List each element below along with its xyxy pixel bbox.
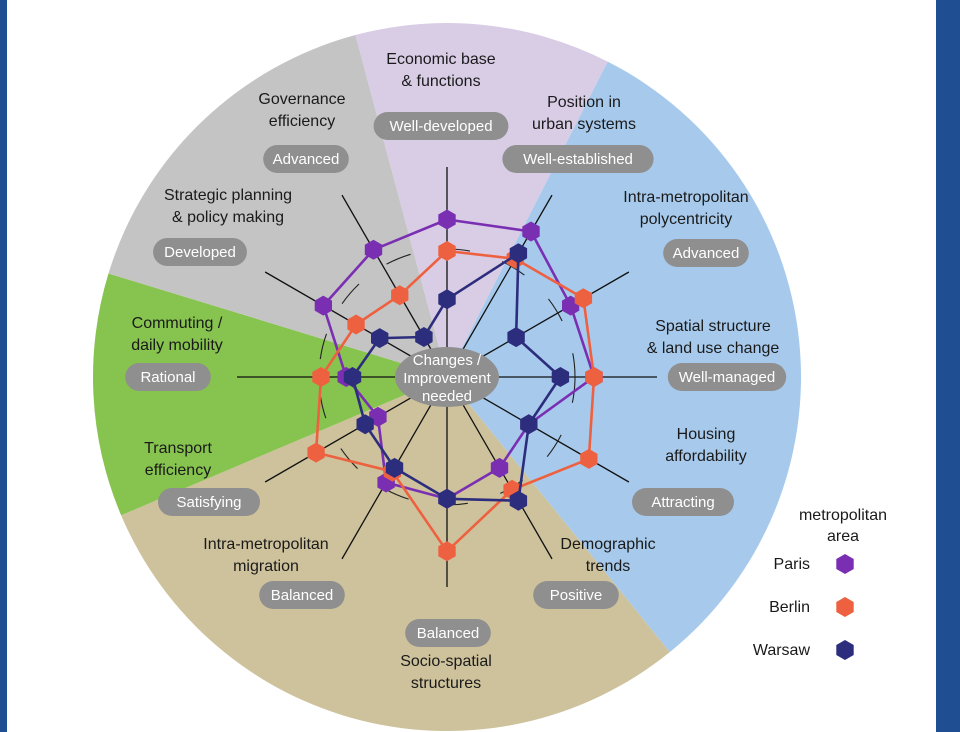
level-pill-label: Balanced bbox=[417, 625, 480, 642]
legend-marker-warsaw bbox=[836, 640, 854, 660]
warsaw-point bbox=[520, 414, 538, 435]
paris-point bbox=[490, 457, 509, 478]
warsaw-point bbox=[509, 243, 528, 264]
axis-label: Intra-metropolitan bbox=[203, 536, 328, 553]
level-pill-label: Attracting bbox=[651, 494, 714, 511]
legend-title: metropolitan bbox=[799, 507, 887, 524]
level-pill-label: Advanced bbox=[273, 151, 340, 168]
legend-title: area bbox=[827, 528, 859, 545]
level-pill bbox=[153, 238, 247, 266]
center-label: Improvement bbox=[403, 370, 491, 387]
axis-label: & functions bbox=[401, 73, 480, 90]
axis-label: trends bbox=[586, 558, 630, 575]
axis-label: Strategic planning bbox=[164, 187, 292, 204]
level-pill-label: Positive bbox=[550, 587, 603, 604]
warsaw-point bbox=[356, 414, 374, 435]
berlin-point bbox=[574, 288, 593, 309]
level-pill-label: Well-managed bbox=[679, 369, 775, 386]
axis-label: Transport bbox=[144, 440, 212, 457]
level-pill-label: Balanced bbox=[271, 587, 334, 604]
legend-marker-paris bbox=[836, 554, 854, 574]
axis-label: Economic base bbox=[386, 51, 495, 68]
berlin-point bbox=[585, 367, 603, 387]
legend-label-paris: Paris bbox=[774, 556, 810, 573]
warsaw-point bbox=[371, 328, 389, 349]
sector-economy bbox=[355, 22, 608, 377]
berlin-point bbox=[347, 314, 365, 335]
berlin-point bbox=[438, 541, 456, 562]
paris-point bbox=[438, 209, 456, 230]
axis-label: & policy making bbox=[172, 209, 284, 226]
level-pill bbox=[158, 488, 260, 516]
berlin-point bbox=[580, 448, 598, 469]
warsaw-point bbox=[415, 327, 433, 347]
legend-marker-berlin bbox=[836, 597, 854, 617]
axis-label: efficiency bbox=[145, 462, 211, 479]
warsaw-point bbox=[343, 367, 362, 387]
paris-point bbox=[314, 295, 332, 316]
level-pill bbox=[502, 145, 654, 173]
level-pill bbox=[259, 581, 345, 609]
axis-label: Spatial structure bbox=[655, 318, 771, 335]
warsaw-point bbox=[385, 457, 404, 478]
level-pill-label: Well-established bbox=[523, 151, 633, 168]
level-pill-label: Advanced bbox=[673, 245, 740, 262]
axis-label: & land use change bbox=[647, 340, 780, 357]
axis-line bbox=[341, 194, 448, 378]
legend-label-warsaw: Warsaw bbox=[753, 642, 811, 659]
sector-governance bbox=[108, 35, 448, 377]
warsaw-point bbox=[551, 367, 570, 387]
frame-right-bar bbox=[936, 0, 960, 732]
berlin-point bbox=[438, 241, 456, 261]
axis-label: urban systems bbox=[532, 116, 636, 133]
level-pill bbox=[405, 619, 491, 647]
level-pill bbox=[263, 145, 349, 173]
frame-left-bar bbox=[0, 0, 7, 732]
axis-label: Intra-metropolitan bbox=[623, 189, 748, 206]
axis-label: Position in bbox=[547, 94, 621, 111]
center-label: Changes / bbox=[413, 352, 482, 369]
axis-label: Governance bbox=[258, 91, 345, 108]
level-pill bbox=[373, 112, 509, 140]
level-pill bbox=[663, 239, 749, 267]
legend-label-berlin: Berlin bbox=[769, 599, 810, 616]
center-ellipse bbox=[395, 347, 499, 407]
level-pill bbox=[125, 363, 211, 391]
level-pill-label: Well-developed bbox=[389, 118, 492, 135]
level-pill-label: Developed bbox=[164, 244, 236, 261]
berlin-point bbox=[307, 442, 325, 463]
paris-point bbox=[364, 239, 383, 260]
level-pill-label: Rational bbox=[140, 369, 195, 386]
paris-point bbox=[522, 221, 540, 242]
level-pill-label: Satisfying bbox=[176, 494, 241, 511]
axis-label: polycentricity bbox=[640, 211, 732, 228]
axis-label: Housing bbox=[677, 426, 736, 443]
warsaw-point bbox=[438, 289, 456, 310]
warsaw-point bbox=[438, 488, 456, 509]
warsaw-point bbox=[507, 327, 525, 348]
axis-label: daily mobility bbox=[131, 337, 223, 354]
center-label: needed bbox=[422, 388, 472, 405]
axis-label: Demographic bbox=[560, 536, 655, 553]
axis-label: structures bbox=[411, 675, 481, 692]
axis-label: efficiency bbox=[269, 113, 335, 130]
warsaw-point bbox=[509, 490, 528, 511]
level-pill bbox=[533, 581, 619, 609]
axis-label: affordability bbox=[665, 448, 747, 465]
level-pill bbox=[632, 488, 734, 516]
axis-label: Commuting / bbox=[132, 315, 223, 332]
berlin-point bbox=[312, 367, 330, 387]
sector-social bbox=[121, 377, 670, 731]
axis-label: Socio-spatial bbox=[400, 653, 492, 670]
berlin-point bbox=[391, 285, 409, 306]
level-pill bbox=[667, 363, 787, 391]
axis-label: migration bbox=[233, 558, 299, 575]
sector-mobility bbox=[92, 273, 447, 516]
